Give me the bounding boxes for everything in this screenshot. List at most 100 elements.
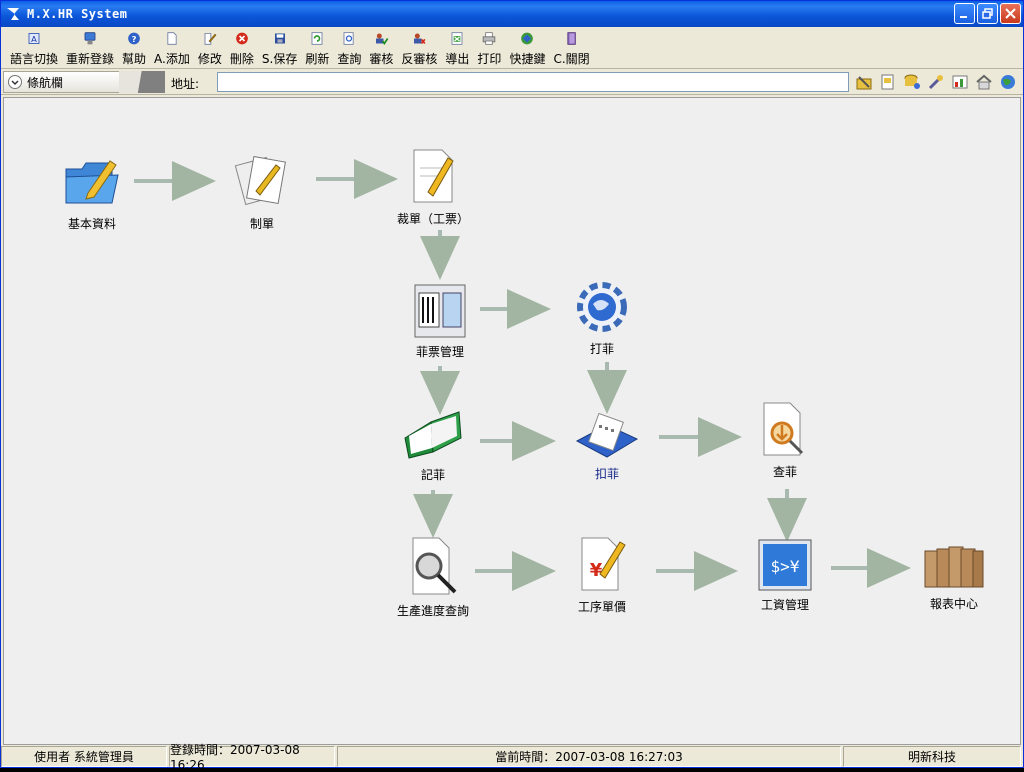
document-pencil-icon xyxy=(413,149,454,203)
navigation-tab[interactable]: 條航欄 xyxy=(3,71,121,93)
approve-icon xyxy=(376,33,389,46)
export-button[interactable]: 導出 xyxy=(442,27,472,67)
node-wage-management[interactable]: $>¥ 工資管理 xyxy=(730,538,840,613)
address-label: 地址: xyxy=(171,77,200,91)
search-document-icon xyxy=(763,402,804,456)
query-label: 查詢 xyxy=(337,52,362,66)
close-app-button[interactable]: C.關閉 xyxy=(550,27,592,67)
add-icon xyxy=(167,32,177,45)
svg-text:A: A xyxy=(31,34,37,44)
node-make-order-label: 制單 xyxy=(249,217,274,231)
close-icon xyxy=(1005,8,1016,19)
query-button[interactable]: 查詢 xyxy=(334,27,364,67)
close-button[interactable] xyxy=(1000,3,1021,24)
print-button[interactable]: 打印 xyxy=(474,27,504,67)
quick-tool-5[interactable] xyxy=(949,72,971,92)
unapprove-label: 反審核 xyxy=(401,52,438,66)
refresh-button[interactable]: 刷新 xyxy=(302,27,332,67)
save-label: S.保存 xyxy=(261,52,298,66)
calculator-icon xyxy=(575,412,639,458)
node-process-price[interactable]: ¥ 工序單價 xyxy=(547,534,657,615)
language-switch-icon: A xyxy=(28,33,40,44)
node-report-center[interactable]: 報表中心 xyxy=(899,541,1009,612)
quick-tools xyxy=(853,72,1019,92)
relogin-icon xyxy=(84,32,96,45)
node-print-ticket[interactable]: 打菲 xyxy=(547,278,657,357)
node-ticket-management[interactable]: 菲票管理 xyxy=(385,283,495,360)
unapprove-button[interactable]: 反審核 xyxy=(398,27,440,67)
close-app-label: C.關閉 xyxy=(553,52,590,66)
restore-button[interactable] xyxy=(977,3,998,24)
navigation-tab-tail xyxy=(119,71,165,93)
status-login-time: 登錄時間：2007-03-08 16:26 xyxy=(169,743,335,772)
node-record-ticket-label: 記菲 xyxy=(420,468,445,482)
node-check-ticket[interactable]: 查菲 xyxy=(730,401,840,480)
svg-text:¥: ¥ xyxy=(590,560,603,581)
approve-button[interactable]: 審核 xyxy=(366,27,396,67)
relogin-button[interactable]: 重新登錄 xyxy=(63,27,117,67)
node-cutting-label: 裁單（工票） xyxy=(396,212,469,226)
help-button[interactable]: ? 幫助 xyxy=(119,27,149,67)
node-progress-query[interactable]: 生產進度查詢 xyxy=(378,536,488,619)
workflow-canvas: 基本資料 制單 裁單（工票） xyxy=(3,97,1021,745)
node-progress-query-label: 生產進度查詢 xyxy=(396,604,469,618)
quick-tool-1[interactable] xyxy=(853,72,875,92)
quick-tool-2[interactable] xyxy=(877,72,899,92)
edit-label: 修改 xyxy=(197,52,222,66)
node-make-order[interactable]: 制單 xyxy=(207,151,317,232)
folder-pencil-icon xyxy=(65,160,119,204)
refresh-label: 刷新 xyxy=(305,52,330,66)
navigation-tab-label: 條航欄 xyxy=(27,75,64,90)
node-check-ticket-label: 查菲 xyxy=(772,465,797,479)
quick-tool-4[interactable] xyxy=(925,72,947,92)
svg-text:$>¥: $>¥ xyxy=(771,557,800,576)
language-switch-button[interactable]: A 語言切換 xyxy=(7,27,61,67)
database-icon xyxy=(904,74,920,89)
app-logo-icon xyxy=(7,8,19,20)
node-basic-data[interactable]: 基本資料 xyxy=(37,153,147,232)
wrench-icon xyxy=(928,75,943,90)
gear-globe-icon xyxy=(577,282,627,332)
quick-tool-7[interactable] xyxy=(997,72,1019,92)
shortcut-icon xyxy=(521,32,534,45)
refresh-icon xyxy=(311,32,323,45)
globe-icon xyxy=(1001,75,1015,89)
save-icon xyxy=(274,33,285,44)
node-process-price-label: 工序單價 xyxy=(577,600,626,614)
shortcut-button[interactable]: 快捷鍵 xyxy=(506,27,548,67)
help-icon: ? xyxy=(128,32,140,45)
open-book-icon xyxy=(404,411,462,459)
add-button[interactable]: A.添加 xyxy=(151,27,193,67)
address-input[interactable] xyxy=(217,72,849,92)
export-icon xyxy=(451,32,463,45)
node-report-center-label: 報表中心 xyxy=(929,597,978,611)
node-record-ticket[interactable]: 記菲 xyxy=(378,408,488,483)
title-bar: M.X.HR System xyxy=(1,1,1023,27)
file-boxes-icon xyxy=(924,546,984,588)
node-wage-management-label: 工資管理 xyxy=(760,598,809,612)
delete-icon xyxy=(236,32,248,45)
relogin-label: 重新登錄 xyxy=(66,52,115,66)
node-deduct-ticket[interactable]: 扣菲 xyxy=(552,411,662,482)
save-button[interactable]: S.保存 xyxy=(259,27,300,67)
export-label: 導出 xyxy=(445,52,470,66)
node-ticket-management-label: 菲票管理 xyxy=(415,345,464,359)
quick-tool-3[interactable] xyxy=(901,72,923,92)
node-cutting[interactable]: 裁單（工票） xyxy=(378,146,488,227)
help-label: 幫助 xyxy=(122,52,147,66)
edit-icon xyxy=(204,33,217,45)
home-icon xyxy=(976,74,992,90)
window-title: M.X.HR System xyxy=(27,7,128,21)
magnifier-document-icon xyxy=(412,537,457,595)
status-bar: 使用者 系統管理員 登錄時間：2007-03-08 16:26 當前時間：200… xyxy=(1,743,1023,772)
svg-text:?: ? xyxy=(132,34,137,44)
query-icon xyxy=(343,32,354,45)
delete-button[interactable]: 刪除 xyxy=(227,27,257,67)
quick-tool-6[interactable] xyxy=(973,72,995,92)
status-company: 明新科技 xyxy=(843,746,1021,767)
status-current-time: 當前時間：2007-03-08 16:27:03 xyxy=(337,746,841,767)
edit-button[interactable]: 修改 xyxy=(195,27,225,67)
minimize-icon xyxy=(960,16,967,18)
shortcut-label: 快捷鍵 xyxy=(509,52,546,66)
minimize-button[interactable] xyxy=(954,3,975,24)
